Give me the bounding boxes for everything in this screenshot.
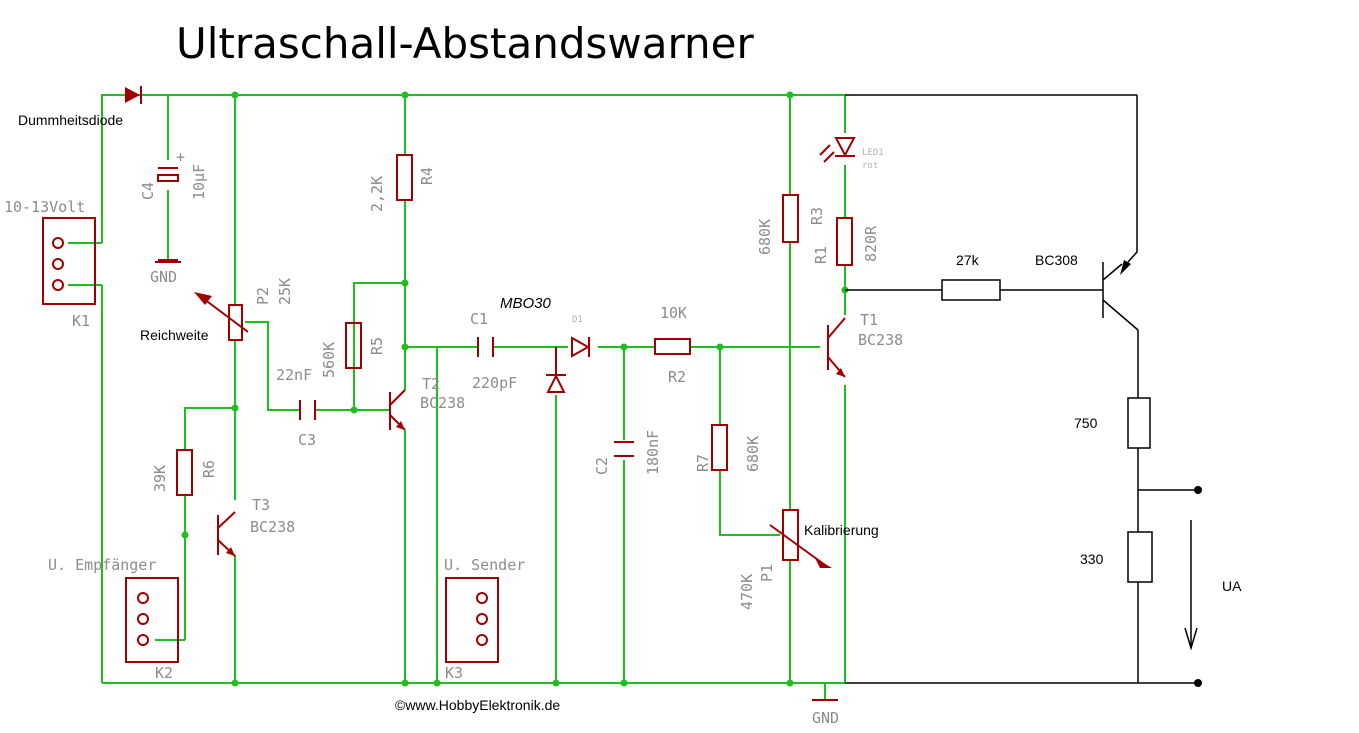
r3-value-label: 680K xyxy=(756,219,774,255)
t3-transistor xyxy=(217,511,236,557)
r2-resistor xyxy=(654,338,691,355)
p1-potentiometer xyxy=(769,509,832,568)
k1-connector xyxy=(42,217,96,305)
r7-value-label: 680K xyxy=(744,436,762,472)
c1-value-label: 220pF xyxy=(472,374,517,392)
r6-name-label: R6 xyxy=(200,460,218,478)
r4-value-label: 2,2K xyxy=(368,176,386,212)
d1-label: D1 xyxy=(572,315,583,325)
ua-label: UA xyxy=(1222,578,1242,594)
junction-dots xyxy=(181,91,849,687)
c2-capacitor xyxy=(614,441,634,457)
led-color-label: rot xyxy=(862,161,878,171)
c4-plus-label: + xyxy=(176,148,185,166)
resistor-330-label: 330 xyxy=(1080,551,1104,567)
p1-value-label: 470K xyxy=(738,574,756,610)
r5-name-label: R5 xyxy=(368,337,386,355)
t2-name-label: T2 xyxy=(422,375,440,393)
k3-connector xyxy=(445,577,499,663)
c4-name-label: C4 xyxy=(139,182,157,200)
c4-value-label: 10µF xyxy=(190,164,208,200)
addon-circuit xyxy=(845,94,1202,687)
r3-name-label: R3 xyxy=(808,207,826,225)
t1-name-label: T1 xyxy=(860,311,878,329)
r7-name-label: R7 xyxy=(694,454,712,472)
r4-resistor xyxy=(396,154,413,201)
r2-value-label: 10K xyxy=(660,304,687,322)
reichweite-label: Reichweite xyxy=(140,327,209,343)
led-name-label: LED1 xyxy=(862,148,884,158)
r4-name-label: R4 xyxy=(418,167,436,185)
r1-value-label: 820R xyxy=(862,225,880,262)
k2-connector xyxy=(125,577,179,663)
copyright-label: ©www.HobbyElektronik.de xyxy=(395,697,560,713)
r5-resistor xyxy=(345,322,362,369)
c4-capacitor xyxy=(157,167,179,261)
r1-name-label: R1 xyxy=(812,246,830,264)
p1-name-label: P1 xyxy=(758,564,776,582)
supply-voltage-label: 10-13Volt xyxy=(4,198,85,216)
schematic-title: Ultraschall-Abstandswarner xyxy=(176,19,754,68)
dummheitsdiode-label: Dummheitsdiode xyxy=(18,112,123,128)
kalibrierung-label: Kalibrierung xyxy=(804,522,879,538)
c3-capacitor xyxy=(299,400,316,420)
r2-name-label: R2 xyxy=(668,368,686,386)
t1-type-label: BC238 xyxy=(858,331,903,349)
c2-value-label: 180nF xyxy=(644,430,662,475)
t2-type-label: BC238 xyxy=(420,394,465,412)
gnd-top-label: GND xyxy=(150,268,177,286)
sender-label: U. Sender xyxy=(444,556,525,574)
led1-symbol xyxy=(819,137,856,163)
c3-name-label: C3 xyxy=(298,431,316,449)
mbo30-label: MBO30 xyxy=(500,295,552,312)
k3-label: K3 xyxy=(445,664,463,682)
r6-resistor xyxy=(176,449,193,496)
r5-value-label: 560K xyxy=(320,342,338,378)
k1-label: K1 xyxy=(72,312,90,330)
p2-value-label: 25K xyxy=(276,278,294,305)
r6-value-label: 39K xyxy=(151,465,169,492)
t1-transistor xyxy=(827,317,846,378)
wires xyxy=(68,94,846,700)
gnd-bottom-label: GND xyxy=(812,709,839,727)
p2-potentiometer xyxy=(194,292,249,341)
r3-resistor xyxy=(782,194,799,243)
t3-type-label: BC238 xyxy=(250,518,295,536)
c2-name-label: C2 xyxy=(593,457,611,475)
empfaenger-label: U. Empfänger xyxy=(48,556,156,574)
mbo30-diodes xyxy=(546,336,591,393)
c3-value-label: 22nF xyxy=(276,366,312,384)
c1-name-label: C1 xyxy=(470,310,488,328)
t3-name-label: T3 xyxy=(252,496,270,514)
bc308-label: BC308 xyxy=(1035,252,1078,268)
p2-name-label: P2 xyxy=(254,287,272,305)
t2-transistor xyxy=(389,389,406,431)
r1-resistor xyxy=(836,217,853,266)
k2-label: K2 xyxy=(155,664,173,682)
c1-capacitor xyxy=(477,337,494,357)
labels: Dummheitsdiode 10-13Volt K1 C4 10µF + GN… xyxy=(4,112,1242,727)
r7-resistor xyxy=(711,424,728,471)
resistor-27k-label: 27k xyxy=(956,252,980,268)
dummheitsdiode-symbol xyxy=(125,86,142,104)
resistor-750-label: 750 xyxy=(1074,415,1098,431)
